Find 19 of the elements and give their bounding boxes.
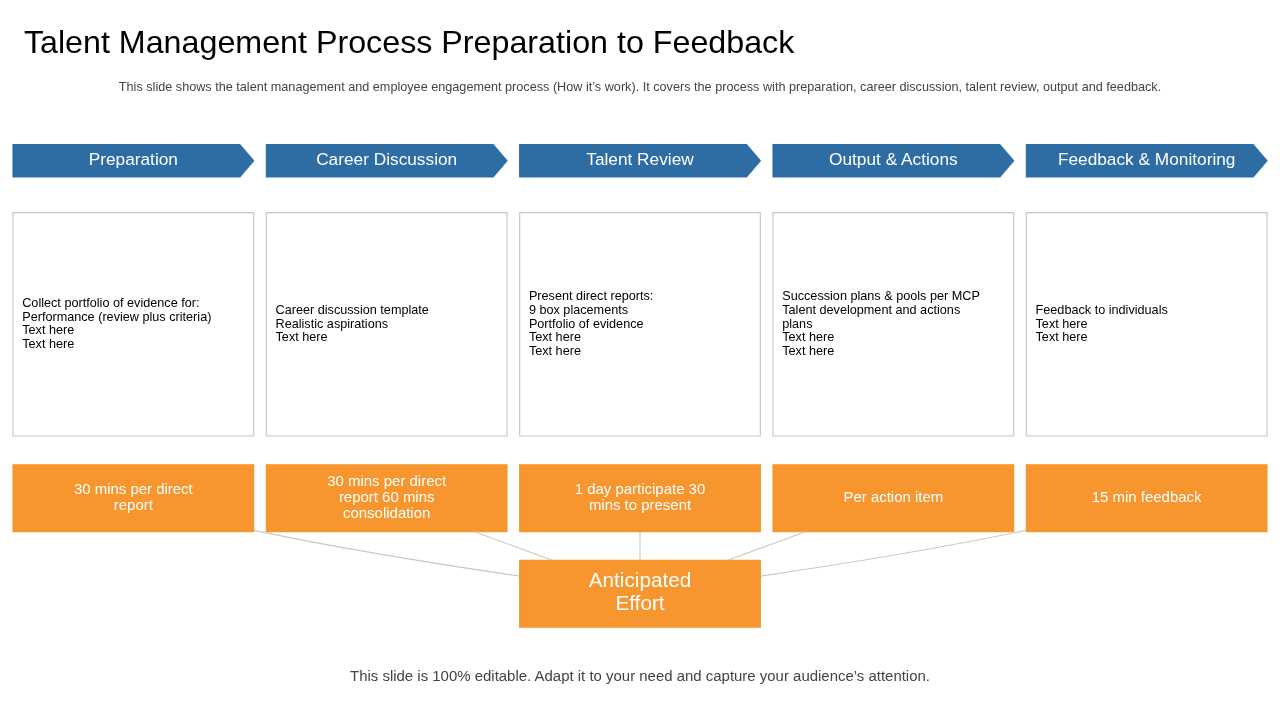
node-box: Present direct reports: 9 box placements Portfolio of evidence Text here Text here xyxy=(519,212,761,437)
node-box: 30 mins per direct report 60 mins consolidation xyxy=(265,464,508,533)
node-box: Career discussion template Realistic aspirations Text here xyxy=(265,212,508,437)
connector xyxy=(760,529,1027,577)
node-box: 15 min feedback xyxy=(1025,464,1268,533)
node-box: 30 mins per direct report xyxy=(12,464,255,533)
connector xyxy=(727,531,806,561)
connector xyxy=(253,529,520,577)
node-box: Collect portfolio of evidence for: Performance (review plus criteria) Text here Text here xyxy=(12,212,255,437)
caption: This slide is 100% editable. Adapt it to your need and capture your audience’s attention. xyxy=(350,666,930,684)
node-box: Per action item xyxy=(772,464,1015,533)
node-box: 1 day participate 30 mins to present xyxy=(519,464,761,533)
node-box: Feedback to individuals Text here Text here xyxy=(1025,212,1268,437)
label: This slide shows the talent management and employee engagement process (How it’s work). It covers the process with preparation, career discussion, talent review, output and feedback. xyxy=(118,80,1162,95)
connector xyxy=(474,531,553,561)
diagram-title: Talent Management Process Preparation to Feedback xyxy=(23,24,795,61)
node-box: Anticipated Effort xyxy=(519,559,761,628)
connector xyxy=(639,531,641,561)
node-box: Succession plans & pools per MCP Talent development and actions plans Text here Text here xyxy=(772,212,1015,437)
